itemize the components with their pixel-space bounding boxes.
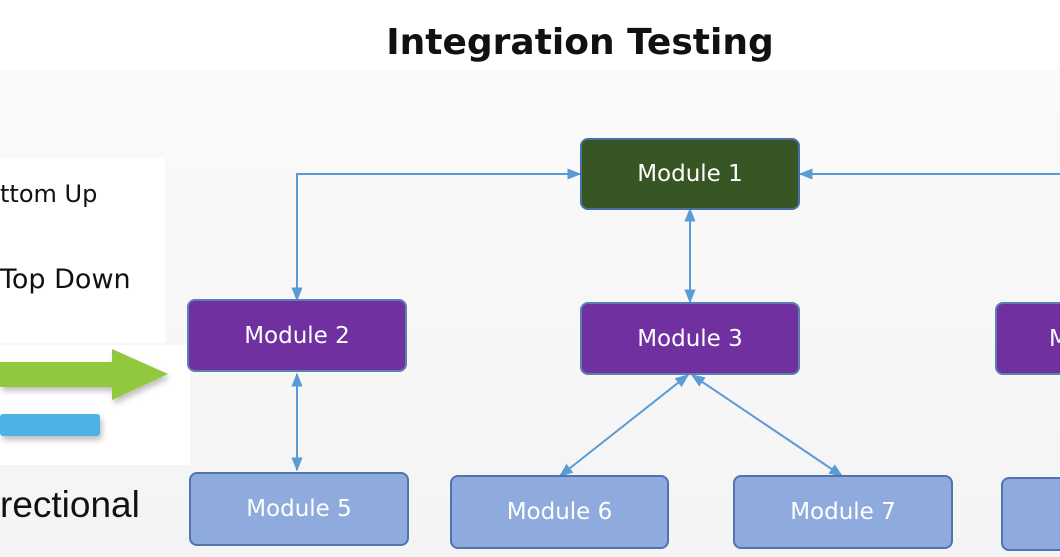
legend-bidirectional-label: rectional bbox=[0, 484, 140, 525]
module-6-node: Module 6 bbox=[450, 475, 669, 549]
link-module3-module7 bbox=[690, 374, 844, 477]
legend-bottom-up-label: ttom Up bbox=[0, 180, 98, 208]
module-8-node bbox=[1001, 477, 1060, 551]
module-7-node: Module 7 bbox=[733, 475, 953, 549]
link-module3-module6 bbox=[558, 374, 690, 477]
link-module1-module2 bbox=[291, 168, 582, 302]
page-title: Integration Testing bbox=[386, 22, 774, 63]
legend-blue-bar bbox=[0, 414, 100, 436]
module-5-node: Module 5 bbox=[189, 472, 409, 546]
module-1-node: Module 1 bbox=[580, 138, 800, 210]
module-4-node: M bbox=[995, 302, 1060, 375]
legend-green-arrow bbox=[0, 349, 168, 400]
legend-panel bbox=[0, 158, 165, 343]
legend-top-down-label: Top Down bbox=[0, 264, 131, 295]
module-2-node: Module 2 bbox=[187, 299, 407, 372]
module-3-node: Module 3 bbox=[580, 302, 800, 375]
